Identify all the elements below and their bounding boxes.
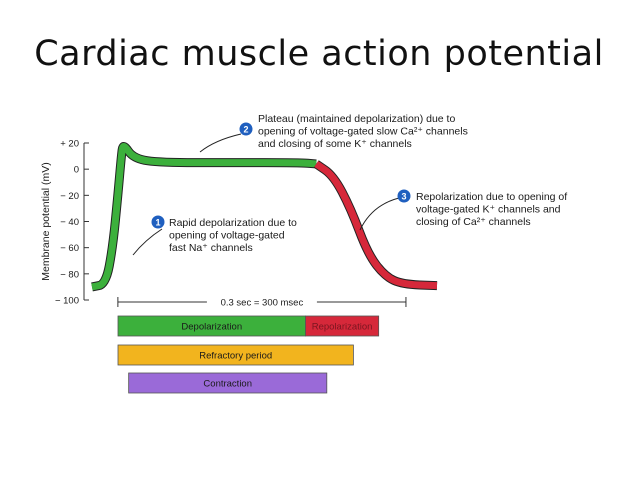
y-tick-label: + 20 [60,139,79,150]
annotation-2-text: opening of voltage-gated slow Ca²⁺ chann… [258,126,468,138]
y-tick-label: 0 [74,165,79,176]
annotation-3-leader [359,197,400,231]
annotation-1-leader [132,228,163,256]
annotation-2-leader [199,133,242,153]
annotation-1-number: 1 [155,218,160,228]
contraction-bar-label: Contraction [203,379,252,390]
duration-label-bg [206,296,317,308]
annotation-3-text: voltage-gated K⁺ channels and [416,204,561,216]
annotation-2-marker [239,122,253,136]
repolarization-bar-label: Repolarization [312,322,373,333]
repolarization-curve [314,161,438,290]
annotation-3-number: 3 [401,192,406,202]
y-tick-label: − 100 [55,296,79,307]
annotation-1-text: Rapid depolarization due to [169,217,297,229]
annotation-1-marker [151,215,165,229]
depolarization-curve [91,143,317,291]
annotation-2-text: Plateau (maintained depolarization) due … [258,113,455,125]
y-tick-label: − 20 [60,191,79,202]
refractory-period-bar-label: Refractory period [199,351,272,362]
contraction-bar [128,372,328,394]
annotation-3-marker [397,189,411,203]
duration-label: 0.3 sec = 300 msec [221,298,304,309]
depolarization-bar-label: Depolarization [181,322,242,333]
annotation-2-text: and closing of some K⁺ channels [258,138,412,150]
annotation-3-text: closing of Ca²⁺ channels [416,216,531,228]
action-potential-curve [91,142,438,292]
repolarization-bar [305,315,380,337]
y-tick-label: − 60 [60,243,79,254]
annotation-1-text: fast Na⁺ channels [169,242,253,254]
y-tick-label: − 40 [60,217,79,228]
slide-title: Cardiac muscle action potential [34,34,604,74]
refractory-period-bar [117,344,354,366]
y-tick-label: − 80 [60,269,79,280]
annotation-1-text: opening of voltage-gated [169,230,285,242]
y-axis-label: Membrane potential (mV) [40,162,52,280]
annotation-2-number: 2 [243,125,248,135]
annotation-3-text: Repolarization due to opening of [416,191,567,203]
y-axis: + 20 0 − 20 − 40 − 60 − 80 − 100 Membrane poten… [40,139,89,307]
